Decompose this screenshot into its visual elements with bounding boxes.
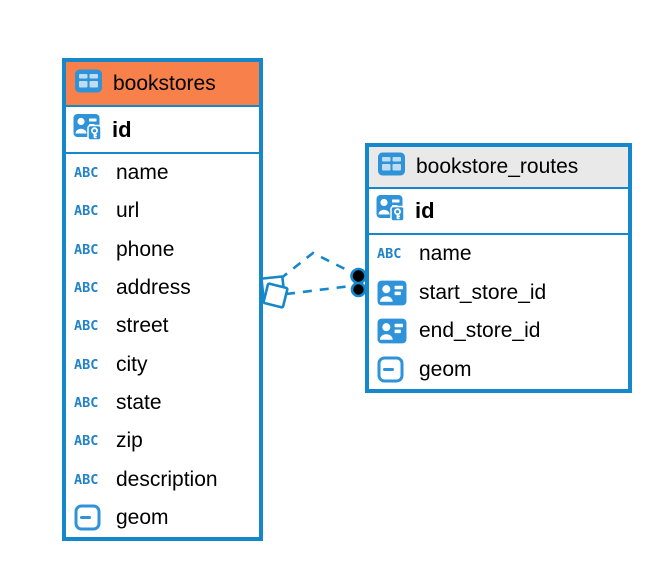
field-name: id — [112, 116, 132, 142]
table-grid-icon — [377, 152, 406, 182]
field-row[interactable]: ABC address — [66, 268, 259, 308]
relationship-source-marker[interactable] — [260, 275, 289, 309]
table-bookstores[interactable]: bookstores id ABC — [62, 58, 263, 541]
field-name: street — [116, 314, 169, 338]
field-name: id — [415, 198, 435, 223]
text-type-icon: ABC — [74, 165, 99, 182]
text-type-icon: ABC — [74, 280, 99, 297]
field-name: zip — [116, 429, 143, 453]
field-row[interactable]: end_store_id — [369, 312, 628, 351]
field-row-pk[interactable]: id — [66, 107, 259, 154]
field-row[interactable]: geom — [369, 350, 628, 389]
field-name: geom — [419, 357, 472, 381]
text-type-icon: ABC — [74, 394, 99, 411]
foreign-key-icon — [377, 318, 419, 344]
table-bookstore-routes-header[interactable]: bookstore_routes — [369, 147, 628, 189]
field-row[interactable]: ABC street — [66, 307, 259, 346]
primary-key-icon — [73, 112, 103, 148]
foreign-key-icon — [377, 280, 419, 306]
geometry-type-icon — [377, 356, 419, 383]
field-name: end_store_id — [419, 319, 541, 343]
field-row[interactable]: ABC zip — [66, 422, 259, 461]
text-type-icon: ABC — [74, 471, 99, 488]
table-title: bookstores — [113, 71, 216, 95]
field-name: start_store_id — [419, 280, 547, 304]
field-row[interactable]: ABC name — [369, 235, 628, 274]
field-row[interactable]: geom — [66, 498, 259, 537]
text-type-icon: ABC — [377, 246, 402, 263]
field-row[interactable]: ABC phone — [66, 230, 259, 269]
table-grid-icon — [74, 69, 103, 99]
field-row[interactable]: start_store_id — [369, 273, 628, 312]
field-row[interactable]: ABC description — [66, 460, 259, 499]
field-name: geom — [116, 505, 169, 529]
field-name: url — [116, 199, 140, 223]
table-bookstore-routes[interactable]: bookstore_routes id ABC — [365, 143, 632, 393]
field-row-pk[interactable]: id — [369, 189, 628, 235]
text-type-icon: ABC — [74, 241, 99, 258]
table-bookstores-header[interactable]: bookstores — [66, 62, 259, 107]
text-type-icon: ABC — [74, 203, 99, 220]
field-row[interactable]: ABC name — [66, 154, 259, 193]
geometry-type-icon — [74, 504, 116, 531]
field-name: name — [116, 161, 169, 185]
field-name: name — [419, 242, 472, 266]
field-name: description — [116, 467, 218, 491]
text-type-icon: ABC — [74, 356, 99, 373]
field-row[interactable]: ABC state — [66, 383, 259, 423]
text-type-icon: ABC — [74, 433, 99, 450]
text-type-icon: ABC — [74, 318, 99, 335]
field-name: state — [116, 390, 162, 414]
table-title: bookstore_routes — [416, 155, 579, 178]
field-row[interactable]: ABC url — [66, 192, 259, 231]
field-row[interactable]: ABC city — [66, 345, 259, 384]
primary-key-icon — [376, 193, 406, 229]
relationship-lines[interactable] — [279, 251, 356, 296]
relationship-target-marker[interactable] — [350, 267, 367, 298]
field-name: phone — [116, 237, 175, 261]
field-name: address — [116, 276, 191, 300]
field-name: city — [116, 352, 148, 376]
